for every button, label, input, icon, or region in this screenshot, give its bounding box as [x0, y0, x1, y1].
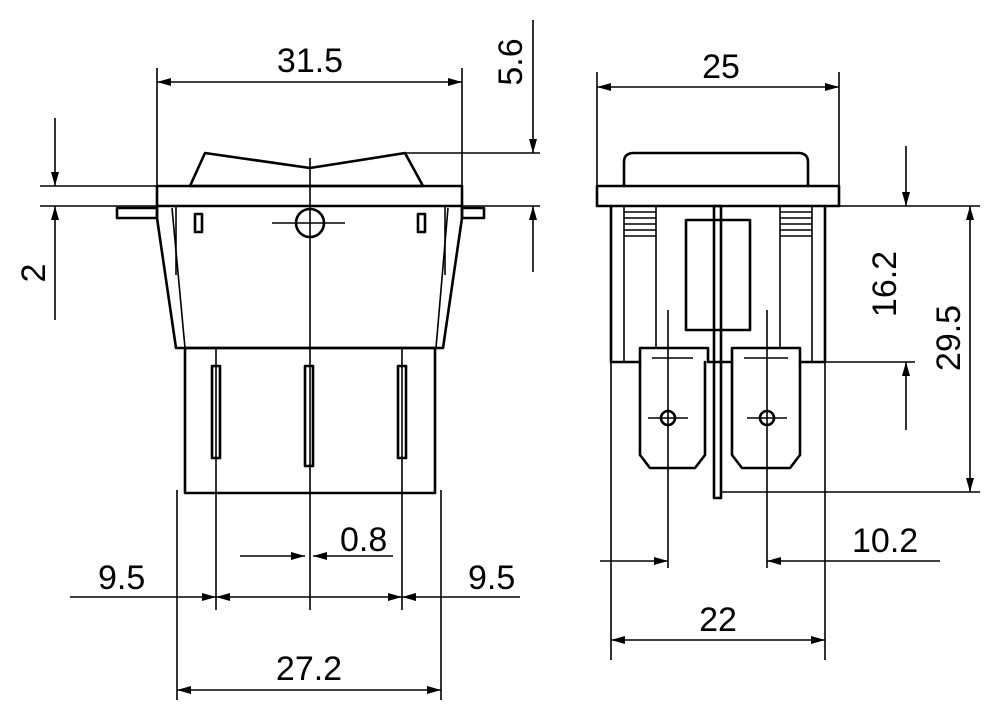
- side-view: [595, 72, 980, 660]
- dim-total-depth: 29.5: [930, 305, 968, 371]
- dim-flange-thickness: 2: [15, 264, 53, 283]
- dim-terminal-length: 16.2: [866, 251, 904, 317]
- rocker-actuator: [188, 151, 425, 188]
- dim-body-width: 27.2: [276, 650, 342, 688]
- dim-terminal-spacing: 10.2: [852, 522, 918, 560]
- side-grip-ridges: [624, 211, 812, 237]
- dim-terminal-pitch-right: 9.5: [468, 559, 515, 597]
- dim-terminal-pitch-left: 9.5: [98, 559, 145, 597]
- side-terminal-left: [638, 360, 707, 470]
- dim-terminal-thickness: 0.8: [340, 521, 387, 559]
- side-dimensions: 25 16.2 29.5 10.2 22: [597, 48, 974, 644]
- side-terminal-right: [730, 360, 802, 470]
- side-rocker: [622, 151, 810, 188]
- right-mounting-clip: [460, 206, 486, 220]
- front-dimensions: 31.5 5.6 2 0.8 9.5 9.5 27.2: [15, 20, 537, 694]
- dim-rocker-height: 5.6: [492, 38, 530, 85]
- left-mounting-clip: [115, 206, 159, 220]
- terminal-center: [303, 364, 315, 468]
- side-bezel: [595, 184, 841, 208]
- dim-side-width: 25: [702, 48, 740, 86]
- dim-front-width: 31.5: [277, 42, 343, 80]
- front-view: [40, 68, 540, 700]
- dim-side-body-width: 22: [699, 601, 737, 639]
- side-terminal-center: [712, 204, 723, 500]
